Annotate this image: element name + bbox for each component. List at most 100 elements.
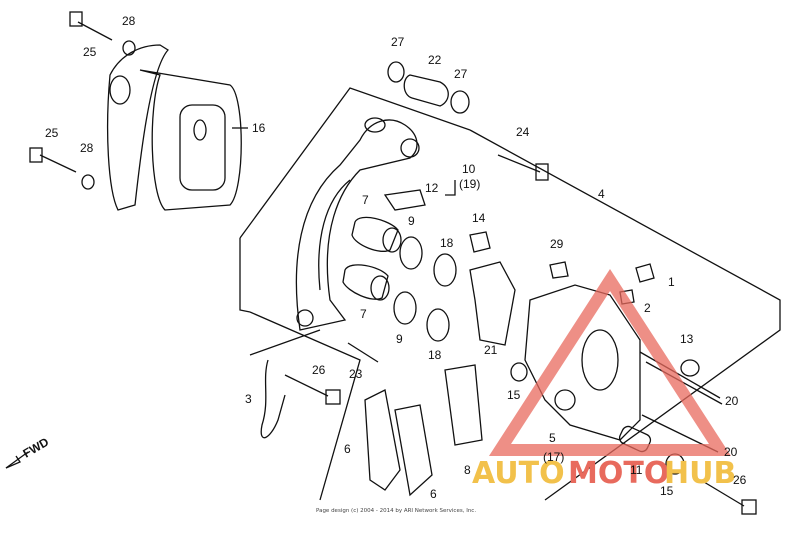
shim-8	[444, 364, 483, 446]
fwd-arrow-icon	[5, 455, 21, 469]
caliper-16-pin	[193, 119, 207, 141]
label-13: 13	[680, 332, 694, 346]
label-15-upper: 15	[507, 388, 521, 402]
bolt-25-lower-head	[29, 147, 43, 163]
label-9-lower: 9	[396, 332, 403, 346]
label-7-upper: 7	[362, 193, 369, 207]
caliper-16-body	[139, 69, 242, 211]
label-20-lower: 20	[724, 445, 738, 459]
bleeder-29	[549, 261, 569, 279]
label-6-left: 6	[344, 442, 351, 456]
label-9-upper: 9	[408, 214, 415, 228]
caliper-body-5	[524, 284, 641, 441]
label-8: 8	[464, 463, 471, 477]
caliper-16-boss	[109, 75, 131, 105]
copyright-notice: Page design (c) 2004 - 2014 by ARI Netwo…	[316, 508, 476, 514]
bracket-bolt-hole-upper	[400, 138, 420, 158]
nut-14	[469, 231, 491, 253]
box-top-edge	[239, 87, 471, 239]
label-26-right: 26	[733, 473, 747, 487]
seal-9-lower	[393, 291, 417, 325]
caliper-bracket	[295, 119, 418, 331]
bolt-26-left-head	[325, 389, 341, 405]
plug-13	[680, 359, 700, 377]
callout-labels: 28 25 25 28 16 27 22 27 24 10 (19) 12 4 …	[45, 14, 747, 501]
pin-20-upper-b	[645, 361, 723, 405]
label-23: 23	[349, 367, 363, 381]
seal-18-lower	[426, 308, 450, 342]
label-10: 10	[462, 162, 476, 176]
caliper-piston-bore	[581, 329, 619, 391]
clip-12	[383, 189, 426, 211]
washer-28-top	[122, 40, 136, 56]
label-26-left: 26	[312, 363, 326, 377]
label-24: 24	[516, 125, 530, 139]
bracket-inner-line	[318, 179, 351, 291]
ring-27-left	[387, 61, 405, 83]
fwd-arrow-shaft	[5, 451, 29, 469]
piston-7-lower-end	[370, 275, 390, 301]
watermark-auto: AUTO	[472, 456, 565, 491]
label-12: 12	[425, 181, 439, 195]
boot-15-upper	[510, 362, 528, 382]
spring-3	[260, 359, 286, 439]
part-1	[635, 263, 655, 283]
box-right-edge	[469, 129, 781, 501]
bracket-lug	[364, 117, 386, 133]
label-15-lower: 15	[660, 484, 674, 498]
label-5: 5	[549, 431, 556, 445]
pad-6-left	[364, 389, 401, 491]
label-18-lower: 18	[428, 348, 442, 362]
label-3: 3	[245, 392, 252, 406]
box-left-edge	[239, 238, 251, 313]
label-2: 2	[644, 301, 651, 315]
label-7-lower: 7	[360, 307, 367, 321]
label-25-lower: 25	[45, 126, 59, 140]
label-28-lower: 28	[80, 141, 94, 155]
piston-7-upper-end	[382, 227, 402, 253]
label-27-right: 27	[454, 67, 468, 81]
watermark-hub: HUB	[664, 456, 736, 491]
pin-20-upper	[639, 351, 721, 399]
label-21: 21	[484, 343, 498, 357]
piston-7-upper	[351, 216, 399, 252]
bushing-22	[403, 74, 449, 107]
caliper-16-piston	[179, 104, 226, 191]
watermark-moto: MOTO	[568, 456, 669, 491]
bolt-25-lower	[39, 154, 77, 173]
piston-7-lower	[342, 264, 389, 300]
leader-10	[445, 180, 456, 196]
bolt-23	[347, 342, 379, 363]
caliper-pin-hole	[554, 389, 576, 411]
spring-plate-21	[469, 261, 516, 346]
label-14: 14	[472, 211, 486, 225]
fwd-label: FWD	[21, 435, 52, 461]
pad-6-right	[394, 404, 433, 497]
label-4: 4	[598, 187, 605, 201]
label-22: 22	[428, 53, 442, 67]
label-6-right: 6	[430, 487, 437, 501]
bolt-26-lower	[703, 481, 745, 507]
label-11: 11	[630, 463, 643, 477]
label-10b: (19)	[459, 177, 480, 191]
label-28-top: 28	[122, 14, 136, 28]
washer-28-lower	[81, 174, 95, 190]
box-lower-edge	[249, 329, 321, 356]
label-5b: (17)	[543, 450, 564, 464]
bolt-25-top-head	[69, 11, 83, 27]
label-29: 29	[550, 237, 564, 251]
ring-27-right	[450, 90, 470, 114]
label-1: 1	[668, 275, 675, 289]
label-16: 16	[252, 121, 266, 135]
box-inner-edge	[249, 311, 361, 501]
label-20-upper: 20	[725, 394, 739, 408]
seal-18-upper	[433, 253, 457, 287]
bolt-24	[497, 154, 541, 173]
bolt-24-head	[535, 163, 549, 181]
watermark-triangle	[488, 268, 732, 456]
bolt-25-top	[77, 21, 113, 41]
label-27-left: 27	[391, 35, 405, 49]
seal-9-upper	[399, 236, 423, 270]
bolt-26-lower-head	[741, 499, 757, 515]
